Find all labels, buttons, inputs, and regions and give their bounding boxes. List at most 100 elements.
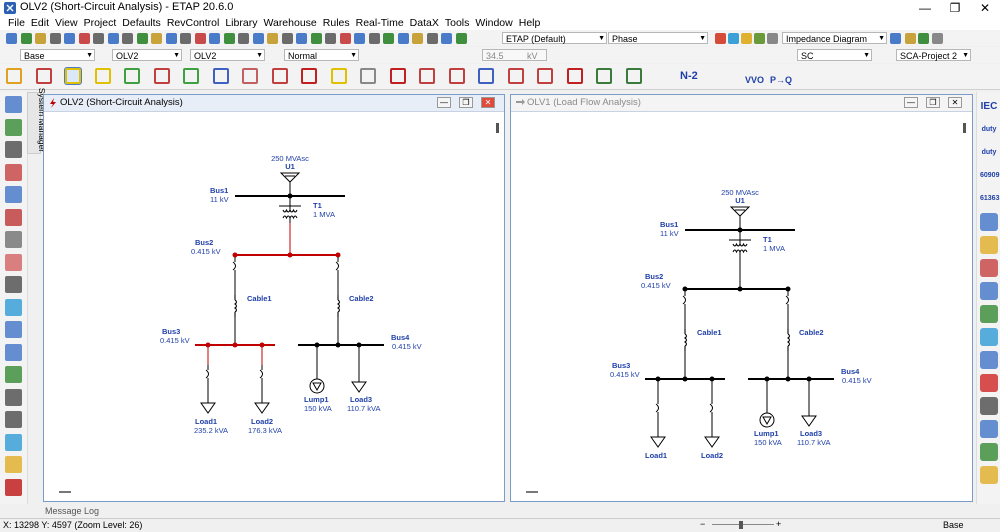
standard-tool-icon[interactable] xyxy=(354,33,365,44)
plugin-icon[interactable] xyxy=(980,305,998,323)
transmission-icon[interactable] xyxy=(507,68,524,84)
view-option-icon[interactable] xyxy=(918,33,929,44)
view-option-icon[interactable] xyxy=(890,33,901,44)
network-tree-icon[interactable] xyxy=(5,96,22,113)
arc-flash-icon[interactable] xyxy=(64,67,82,85)
standard-tool-icon[interactable] xyxy=(368,33,380,44)
standard-tool-icon[interactable] xyxy=(397,33,409,44)
monitor-icon[interactable] xyxy=(980,213,998,231)
standard-tool-icon[interactable] xyxy=(107,33,119,44)
standard-tool-icon[interactable] xyxy=(325,33,336,44)
fault-zap-icon[interactable] xyxy=(566,68,583,84)
standard-tool-icon[interactable] xyxy=(296,33,307,44)
wave-icon[interactable] xyxy=(183,68,199,84)
menu-project[interactable]: Project xyxy=(83,17,117,29)
standard-tool-icon[interactable] xyxy=(165,33,177,44)
sc-horizontal-scrollbar[interactable] xyxy=(59,491,71,493)
display-option-icon[interactable] xyxy=(754,33,765,44)
arrow-icon[interactable] xyxy=(980,259,998,277)
zoom-in-icon[interactable]: + xyxy=(776,519,782,529)
compare-icon[interactable] xyxy=(980,466,998,484)
iec61363-icon[interactable]: 61363 xyxy=(980,195,1000,202)
standard-tool-icon[interactable] xyxy=(151,33,162,44)
calc-icon[interactable] xyxy=(5,388,22,406)
sc-vertical-scrollbar[interactable] xyxy=(496,123,499,133)
load-flow-icon[interactable] xyxy=(124,68,140,84)
relay-coord-icon[interactable] xyxy=(537,68,553,84)
standard-tool-icon[interactable] xyxy=(223,33,235,44)
standard-tool-icon[interactable] xyxy=(64,33,75,44)
menu-revcontrol[interactable]: RevControl xyxy=(166,17,220,29)
protective-device-icon[interactable] xyxy=(35,68,52,84)
transient-icon[interactable] xyxy=(212,68,229,84)
arc-flash-warn-icon[interactable] xyxy=(330,68,347,84)
olv-dropdown-a[interactable]: OLV2▼ xyxy=(112,49,182,61)
standard-tool-icon[interactable] xyxy=(252,33,264,44)
system-manager-tab[interactable]: System Manager xyxy=(27,88,47,154)
duty-alt-icon[interactable]: duty xyxy=(981,149,997,156)
standard-tool-icon[interactable] xyxy=(6,33,17,44)
standard-tool-icon[interactable] xyxy=(267,33,278,44)
vvo-button[interactable]: VVO xyxy=(745,75,765,85)
zoom-slider[interactable] xyxy=(712,524,774,525)
bookmark-icon[interactable] xyxy=(980,420,998,438)
voltage-drop-icon[interactable] xyxy=(419,68,435,84)
zoom-thumb[interactable] xyxy=(739,521,743,529)
standard-tool-icon[interactable] xyxy=(122,33,133,44)
standard-tool-icon[interactable] xyxy=(78,33,90,44)
fault-warning-icon[interactable] xyxy=(94,68,111,84)
standard-tool-icon[interactable] xyxy=(455,33,467,44)
standard-tool-icon[interactable] xyxy=(281,33,293,44)
project-dropdown[interactable]: SCA-Project 2▼ xyxy=(896,49,971,61)
menu-help[interactable]: Help xyxy=(518,17,541,29)
menu-datax[interactable]: DataX xyxy=(409,17,439,29)
display-option-icon[interactable] xyxy=(741,33,752,44)
impedance-diagram-dropdown[interactable]: Impedance Diagram▼ xyxy=(782,32,887,44)
transformer-icon[interactable] xyxy=(5,276,22,293)
menu-rules[interactable]: Rules xyxy=(322,17,350,29)
alarm-icon[interactable] xyxy=(5,478,22,496)
scenario-icon[interactable] xyxy=(5,456,22,473)
lf-horizontal-scrollbar[interactable] xyxy=(526,491,538,493)
standard-tool-icon[interactable] xyxy=(339,33,351,44)
text-icon[interactable] xyxy=(980,397,998,415)
recycle-icon[interactable] xyxy=(5,433,22,451)
study-case-config-dropdown[interactable]: ETAP (Default)▼ xyxy=(502,32,607,44)
lf-minimize-button[interactable]: — xyxy=(904,97,918,108)
maximize-button[interactable]: ❐ xyxy=(949,1,961,15)
standard-tool-icon[interactable] xyxy=(20,33,32,44)
iec-icon[interactable]: IEC xyxy=(980,101,998,112)
standard-tool-icon[interactable] xyxy=(93,33,104,44)
menu-realtime[interactable]: Real-Time xyxy=(355,17,404,29)
lf-vertical-scrollbar[interactable] xyxy=(963,123,966,133)
lf-analysis-window[interactable]: OLV1 (Load Flow Analysis) — ❐ ✕ 250 MVAs… xyxy=(510,94,973,502)
display-option-icon[interactable] xyxy=(728,33,739,44)
standard-tool-icon[interactable] xyxy=(412,33,423,44)
iec60909-icon[interactable]: 60909 xyxy=(980,172,1000,179)
standard-tool-icon[interactable] xyxy=(194,33,206,44)
minimize-button[interactable]: — xyxy=(919,1,931,15)
pq-button[interactable]: P→Q xyxy=(770,75,793,85)
standard-tool-icon[interactable] xyxy=(441,33,452,44)
protection-icon[interactable] xyxy=(5,118,22,136)
panel-icon[interactable] xyxy=(5,208,22,226)
lf-restore-button[interactable]: ❐ xyxy=(926,97,940,108)
message-log-tab[interactable]: Message Log xyxy=(45,506,100,516)
motor-icon[interactable] xyxy=(5,186,22,203)
layers-icon[interactable] xyxy=(980,443,998,461)
mode-dropdown[interactable]: Normal▼ xyxy=(284,49,359,61)
warning-icon[interactable] xyxy=(980,236,998,254)
view-option-icon[interactable] xyxy=(905,33,916,44)
pv-icon[interactable] xyxy=(448,68,465,84)
sc-plus-p-icon[interactable] xyxy=(271,68,288,84)
shield-icon[interactable] xyxy=(980,282,998,300)
close-button[interactable]: ✕ xyxy=(979,1,991,15)
zoom-out-icon[interactable]: − xyxy=(700,519,706,529)
sc-minimize-button[interactable]: — xyxy=(437,97,451,108)
standard-tool-icon[interactable] xyxy=(383,33,394,44)
sc-restore-button[interactable]: ❐ xyxy=(459,97,473,108)
cable-icon[interactable] xyxy=(5,163,22,181)
